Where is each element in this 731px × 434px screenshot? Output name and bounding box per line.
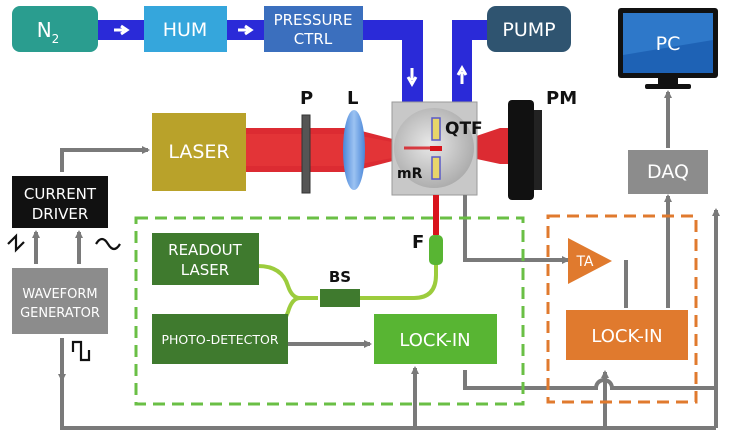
ta-label: TA: [575, 254, 593, 270]
lockin-green-label: LOCK-IN: [399, 330, 470, 351]
pressure-label-line1: PRESSURE: [274, 11, 353, 29]
qtf-readout-region: [546, 214, 698, 404]
readout-laser-box: READOUT LASER: [152, 233, 259, 285]
daq-label: DAQ: [647, 161, 689, 183]
fiber-label: F: [412, 232, 424, 253]
sawtooth-icon: [7, 233, 25, 253]
laser-label: LASER: [168, 141, 229, 163]
lens: [343, 110, 365, 190]
lockin-green-box: LOCK-IN: [374, 314, 497, 364]
lockin-orange-box: LOCK-IN: [566, 310, 688, 360]
polarizer: [301, 114, 311, 194]
n2-box: N2: [12, 6, 98, 52]
pc-monitor: PC: [618, 8, 718, 89]
lens-label: L: [347, 88, 358, 109]
power-meter: [508, 100, 542, 200]
photodetector-box: PHOTO-DETECTOR: [152, 314, 288, 364]
laser-box: LASER: [152, 113, 246, 191]
fiber-connector: [433, 195, 439, 235]
svg-text:N2: N2: [37, 18, 60, 46]
qtf-label: QTF: [445, 119, 483, 139]
fiber-coupler: [429, 235, 443, 265]
polarizer-label: P: [300, 88, 313, 109]
qtf-prong-bottom: [431, 156, 441, 180]
waveform-label-line1: WAVEFORM: [22, 287, 97, 302]
photodetector-label: PHOTO-DETECTOR: [161, 332, 278, 347]
lockin-orange-label: LOCK-IN: [591, 326, 662, 347]
readout-label-line1: READOUT: [168, 241, 242, 259]
bs-label: BS: [329, 268, 351, 286]
readout-region: [134, 216, 525, 406]
driver-label-line1: CURRENT: [24, 185, 97, 203]
mr-label: mR: [397, 166, 423, 182]
pc-label: PC: [656, 33, 681, 55]
pump-label: PUMP: [502, 19, 555, 41]
beam-splitter-box: BS: [320, 268, 360, 307]
qtf-prong-top: [431, 117, 441, 141]
pressure-label-line2: CTRL: [294, 30, 333, 48]
driver-label-line2: DRIVER: [32, 205, 89, 223]
waveform-label-line2: GENERATOR: [20, 306, 100, 321]
n2-label: N: [37, 18, 52, 42]
n2-subscript: 2: [52, 32, 60, 46]
waveform-symbols: [7, 233, 121, 362]
laser-beam: [245, 128, 508, 172]
ta-amplifier: TA: [568, 238, 612, 284]
waveform-generator-box: WAVEFORM GENERATOR: [12, 268, 108, 334]
hum-label: HUM: [163, 19, 208, 41]
hum-box: HUM: [144, 6, 227, 52]
acoustic-cell: [391, 101, 478, 235]
pump-box: PUMP: [487, 6, 571, 52]
gas-lines: [97, 20, 488, 102]
pressure-ctrl-box: PRESSURE CTRL: [264, 6, 363, 52]
sine-wave-icon: [95, 237, 121, 251]
power-meter-label: PM: [546, 88, 577, 109]
micro-resonator-tube: [430, 146, 442, 151]
current-driver-box: CURRENT DRIVER: [12, 176, 108, 228]
readout-label-line2: LASER: [181, 261, 229, 279]
square-wave-icon: [71, 340, 91, 362]
daq-box: DAQ: [628, 150, 708, 194]
